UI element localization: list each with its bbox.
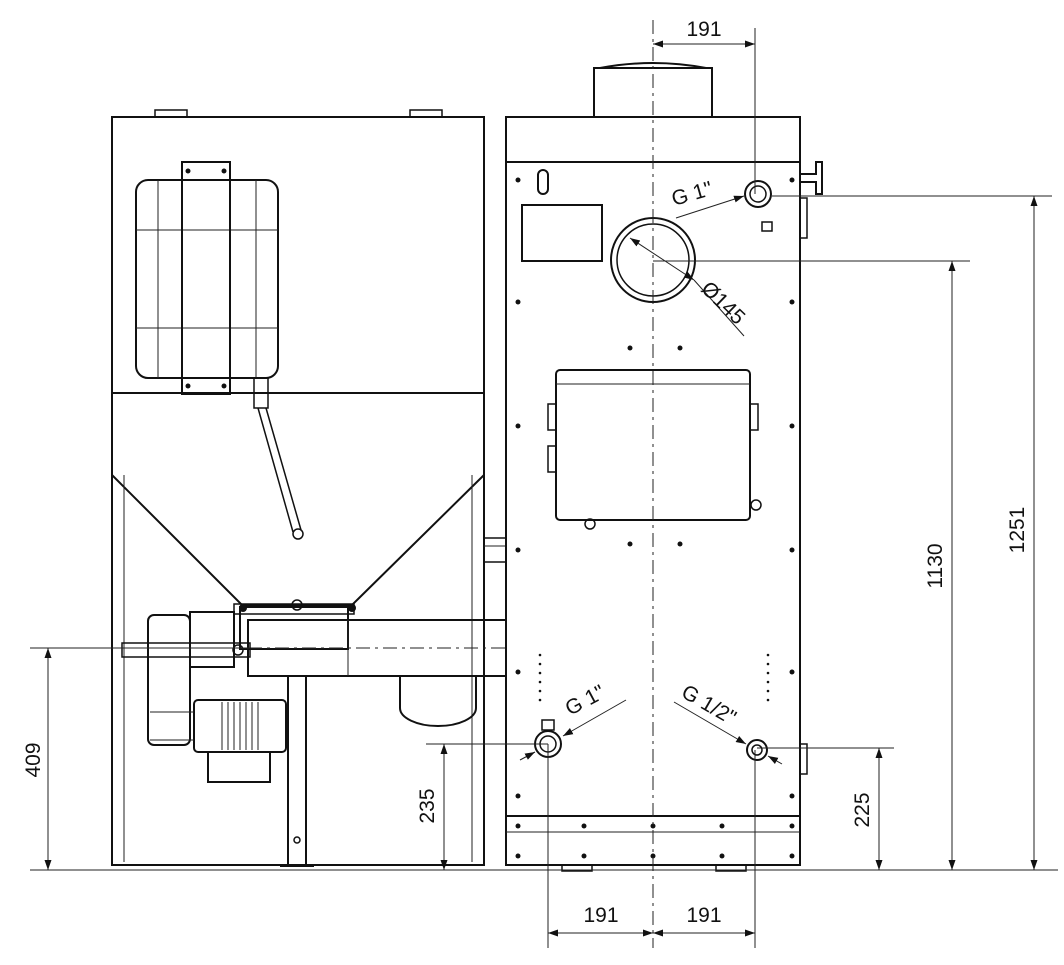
vent-dot xyxy=(766,653,770,657)
vent-dot xyxy=(766,680,770,684)
rivet xyxy=(581,823,587,829)
dim-height-drain: 225 xyxy=(851,792,874,827)
rivet xyxy=(719,853,725,859)
vent-dot xyxy=(538,671,542,675)
rivet xyxy=(627,345,633,351)
dim-height-flow: 1251 xyxy=(1006,507,1029,554)
label-flow-thread: G 1" xyxy=(669,177,715,210)
rivet xyxy=(789,823,795,829)
rivet xyxy=(789,669,795,675)
rivet xyxy=(627,541,633,547)
rivet xyxy=(515,853,521,859)
rivet xyxy=(789,299,795,305)
dim-top-spacing: 191 xyxy=(686,18,721,41)
rivet xyxy=(789,423,795,429)
rivet xyxy=(515,547,521,553)
dim-bottom-spacing-left: 191 xyxy=(583,904,618,927)
burner-assembly xyxy=(121,537,507,867)
vent-dot xyxy=(538,662,542,666)
rivet xyxy=(515,823,521,829)
vent-dot xyxy=(766,671,770,675)
dim-height-return: 235 xyxy=(416,788,439,823)
vent-dot xyxy=(538,698,542,702)
dim-height-flue: 1130 xyxy=(924,543,947,588)
rivet xyxy=(515,669,521,675)
rivet xyxy=(719,823,725,829)
rivet xyxy=(789,177,795,183)
vent-dot xyxy=(766,662,770,666)
dim-bottom-spacing-right: 191 xyxy=(686,904,721,927)
vent-dot xyxy=(538,653,542,657)
rivet xyxy=(650,823,656,829)
rivet xyxy=(515,299,521,305)
tank xyxy=(135,161,304,540)
vent-dot xyxy=(538,689,542,693)
dim-height-pellet-feed: 409 xyxy=(22,742,45,777)
rivet xyxy=(789,793,795,799)
vent-dot xyxy=(766,689,770,693)
boiler-body xyxy=(505,62,823,872)
rivet xyxy=(515,793,521,799)
vent-dot xyxy=(766,698,770,702)
dimension-lines xyxy=(30,28,1058,948)
rivet xyxy=(677,541,683,547)
rivet xyxy=(515,423,521,429)
rivet xyxy=(789,853,795,859)
label-return-thread: G 1" xyxy=(562,681,609,721)
rivet xyxy=(789,547,795,553)
pellet-hopper xyxy=(111,109,485,866)
vent-dot xyxy=(538,680,542,684)
rivet xyxy=(515,177,521,183)
rivet xyxy=(650,853,656,859)
label-flue-diameter: Ø145 xyxy=(697,277,750,329)
rivet xyxy=(581,853,587,859)
rivet xyxy=(677,345,683,351)
dimension-labels: 191 191 191 409 235 225 1130 1251 G 1" Ø… xyxy=(22,18,1029,927)
